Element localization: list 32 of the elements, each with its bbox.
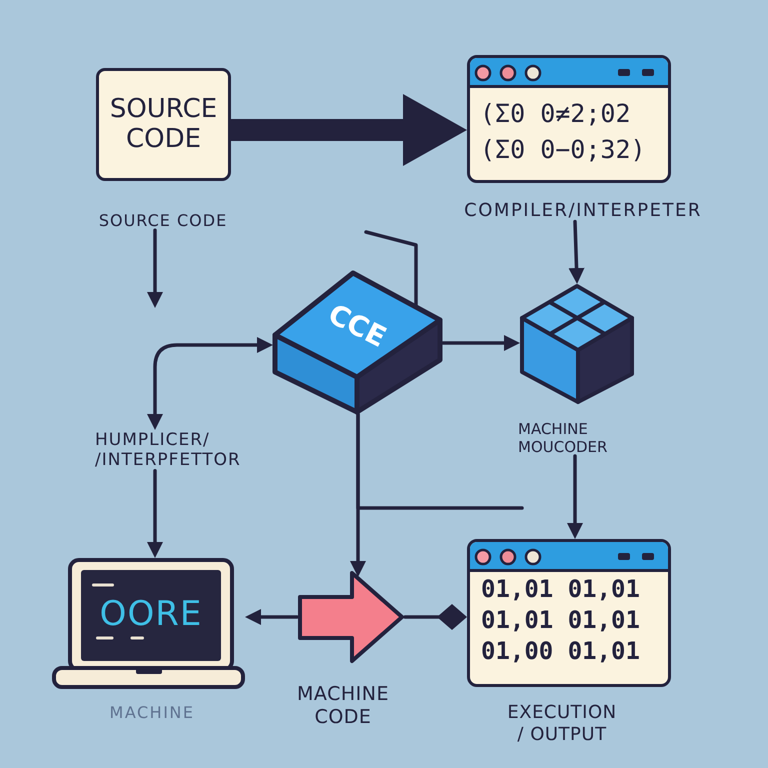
caption: SOURCE CODE xyxy=(98,211,228,230)
code-line: 01,00 01,01 xyxy=(481,636,640,667)
arrow xyxy=(147,469,163,558)
screen-text: OORE xyxy=(100,597,202,631)
app-window xyxy=(467,55,671,183)
arrow xyxy=(567,454,583,539)
code-line: 01,01 01,01 xyxy=(481,605,640,636)
connector-line xyxy=(356,412,524,510)
node-label: SOURCE CODE xyxy=(108,95,218,154)
node-label: EXECUTION / OUTPUT xyxy=(506,702,618,746)
keycap xyxy=(273,270,443,414)
node-label: MACHINE xyxy=(110,703,194,722)
block-arrow xyxy=(297,571,405,663)
cube xyxy=(520,284,634,404)
arrow xyxy=(245,609,299,625)
arrow xyxy=(147,228,163,308)
code-line: (Σ0 0−0;32) xyxy=(480,134,646,166)
app-window xyxy=(467,539,671,687)
code-line: 01,01 01,01 xyxy=(481,574,640,605)
arrow xyxy=(441,335,520,351)
laptop xyxy=(52,558,245,689)
caption: MACHINE MOUCODER xyxy=(518,420,618,456)
thick-arrow xyxy=(231,94,467,166)
connector-line xyxy=(364,230,418,307)
arrow xyxy=(147,337,273,430)
code-line: (Σ0 0≠2;02 xyxy=(480,98,631,130)
caption: HUMPLICER/ /INTERPFETTOR xyxy=(95,430,259,471)
arrow xyxy=(568,220,585,284)
key-label: CCE xyxy=(324,300,390,352)
process-box xyxy=(96,68,231,181)
node-label: MACHINE CODE xyxy=(296,683,390,729)
caption: COMPILER/INTERPETER xyxy=(464,200,702,222)
